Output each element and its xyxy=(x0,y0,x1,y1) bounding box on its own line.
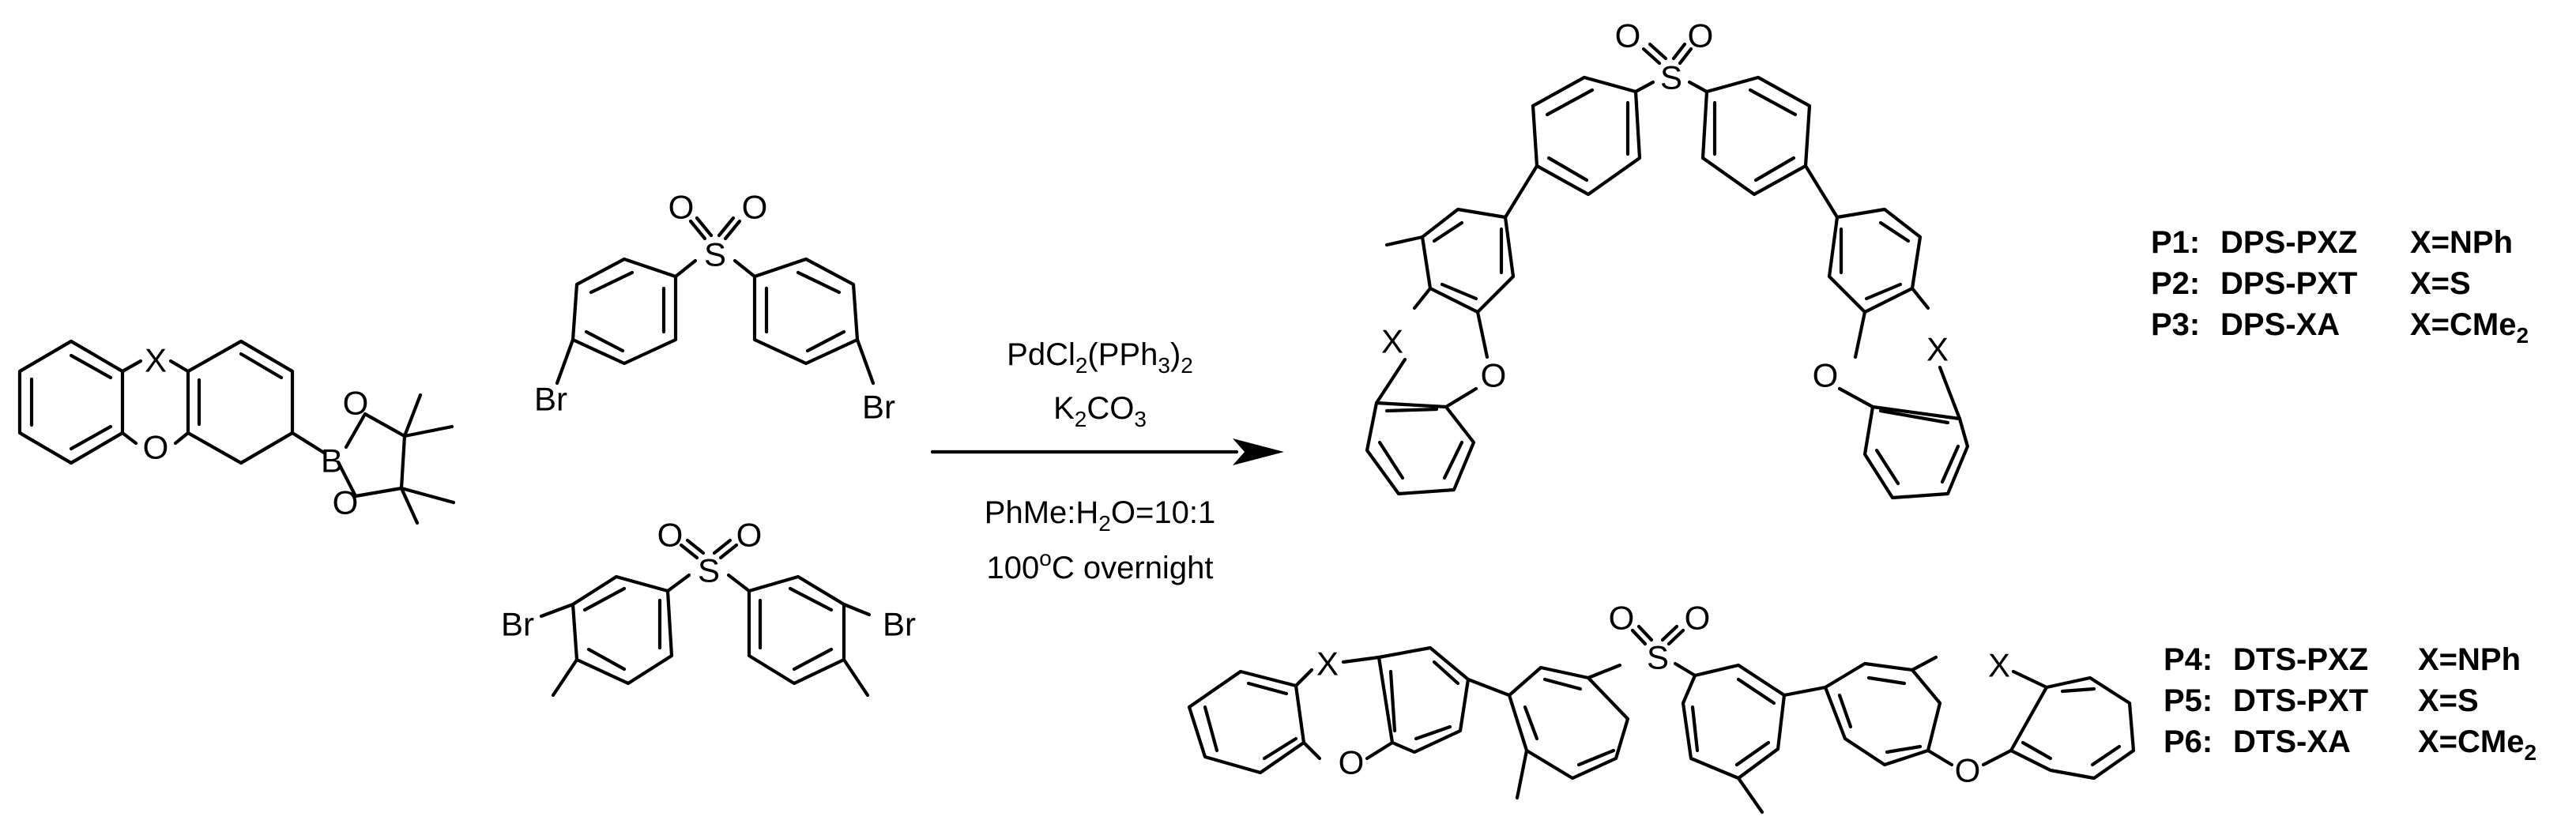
atom-br-label: Br xyxy=(862,389,895,426)
product-name: DPS-XA xyxy=(2220,307,2340,342)
product-code: P2: xyxy=(2151,266,2200,301)
atom-br-label: Br xyxy=(501,606,534,643)
atom-b-label: B xyxy=(321,442,343,480)
product-code: P4: xyxy=(2164,642,2213,677)
product-x-group: X=S xyxy=(2418,683,2479,718)
product-x-group: X=CMe2 xyxy=(2410,307,2529,348)
atom-o-label: O xyxy=(742,189,768,226)
atom-x-label: X xyxy=(145,342,167,379)
product-x-group: X=NPh xyxy=(2418,642,2521,677)
atom-s-label: S xyxy=(1647,639,1669,676)
atom-x-label: X xyxy=(1926,331,1949,368)
product-code: P5: xyxy=(2164,683,2213,718)
product-x-group: X=S xyxy=(2410,266,2471,301)
product-code: P6: xyxy=(2164,724,2213,759)
temperature-label: 100oC overnight xyxy=(987,546,1214,585)
atom-s-label: S xyxy=(698,552,720,589)
boronate-ester-reactant: X O B O O xyxy=(17,339,456,525)
atom-o-label: O xyxy=(143,429,169,466)
solvent-label: PhMe:H2O=10:1 xyxy=(985,495,1215,536)
atom-br-label: Br xyxy=(883,606,916,643)
atom-o-label: O xyxy=(1955,752,1981,789)
product-name: DPS-PXT xyxy=(2220,266,2357,301)
product-name: DTS-PXT xyxy=(2233,683,2368,718)
dps-product-structure: S O O X O X O xyxy=(1365,17,1970,500)
product-code: P1: xyxy=(2151,225,2200,260)
dts-product-structure: X O S O O X O xyxy=(1187,600,2136,815)
atom-o-label: O xyxy=(1339,744,1365,781)
dibromo-ditolyl-sulfone-reactant: S O O Br Br xyxy=(501,517,916,698)
product-x-group: X=CMe2 xyxy=(2418,724,2536,765)
dibromo-sulfone-reactant: S O O Br Br xyxy=(534,189,895,426)
atom-s-label: S xyxy=(1660,59,1682,96)
atom-o-label: O xyxy=(1615,17,1641,55)
product-name: DTS-XA xyxy=(2233,724,2351,759)
atom-o-label: O xyxy=(1813,357,1839,394)
atom-o-label: O xyxy=(1481,357,1507,394)
atom-x-label: X xyxy=(1316,645,1339,683)
atom-s-label: S xyxy=(704,236,726,273)
atom-o-label: O xyxy=(1609,600,1635,637)
reaction-arrow xyxy=(930,438,1284,465)
dps-product-labels: P1: DPS-PXZ X=NPh P2: DPS-PXT X=S P3: DP… xyxy=(2151,225,2529,348)
atom-o-label: O xyxy=(668,189,695,226)
dts-product-labels: P4: DTS-PXZ X=NPh P5: DTS-PXT X=S P6: DT… xyxy=(2164,642,2536,765)
atom-o-label: O xyxy=(1685,600,1711,637)
atom-o-label: O xyxy=(736,517,763,554)
atom-br-label: Br xyxy=(534,381,567,418)
atom-o-label: O xyxy=(657,517,684,554)
atom-o-label: O xyxy=(333,484,359,521)
product-name: DPS-PXZ xyxy=(2220,225,2357,260)
product-x-group: X=NPh xyxy=(2410,225,2513,260)
atom-x-label: X xyxy=(1381,323,1403,360)
catalyst-label: PdCl2(PPh3)2 xyxy=(1007,337,1193,378)
product-code: P3: xyxy=(2151,307,2200,342)
atom-x-label: X xyxy=(1988,647,2010,684)
product-name: DTS-PXZ xyxy=(2233,642,2368,677)
base-label: K2CO3 xyxy=(1053,391,1147,431)
atom-o-label: O xyxy=(343,385,369,422)
